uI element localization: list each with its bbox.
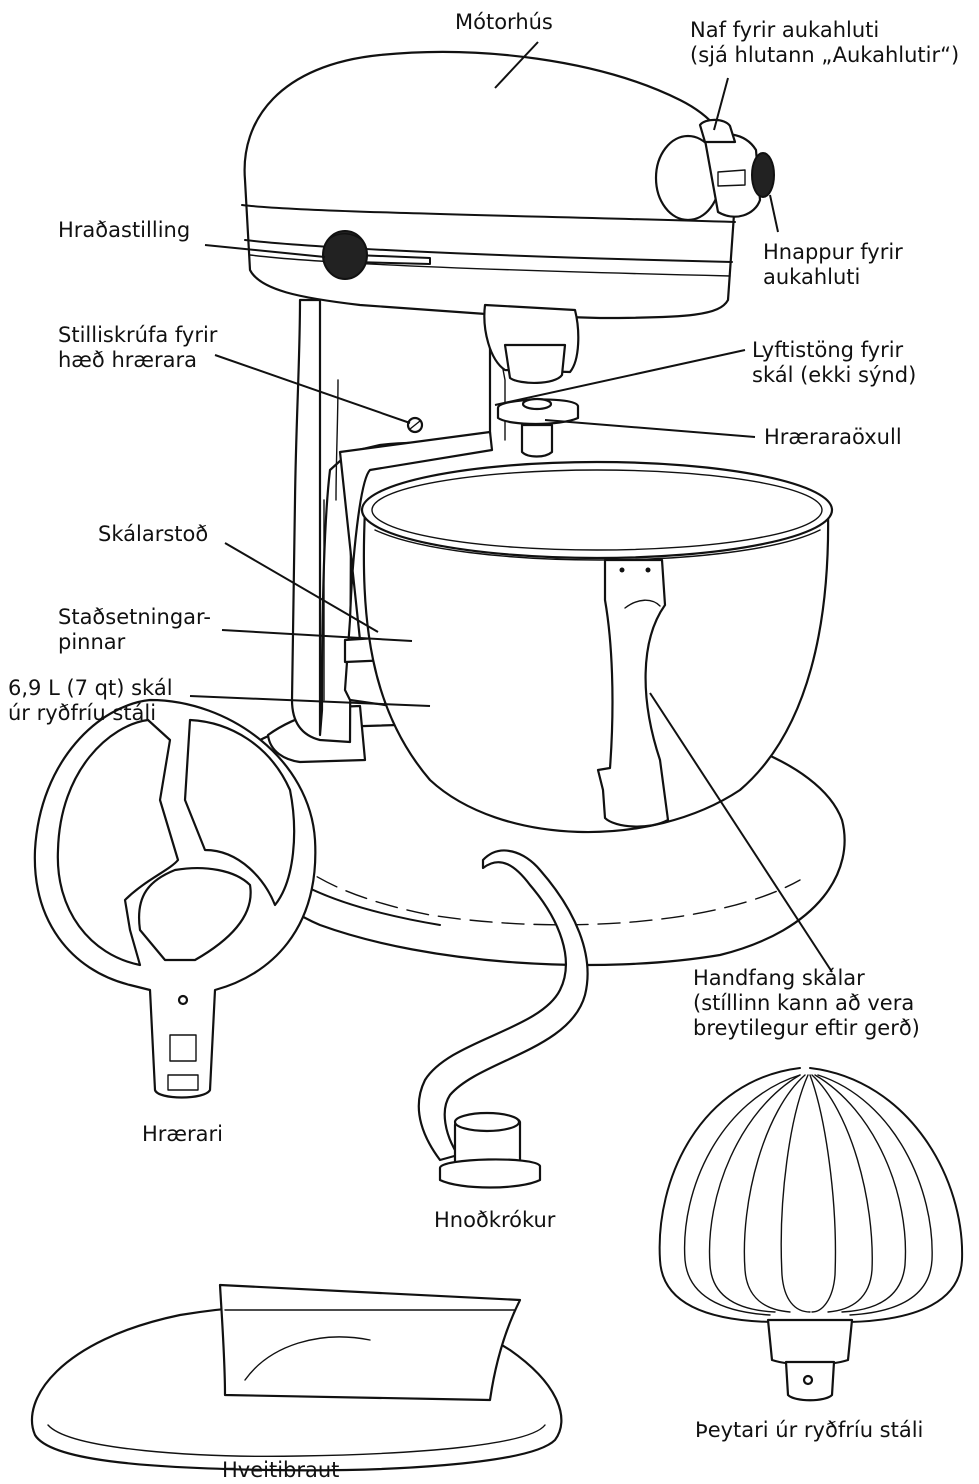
leader-motor-housing <box>494 41 539 89</box>
pouring-shield <box>30 1283 563 1472</box>
label-motor-housing: Mótorhús <box>455 10 553 34</box>
leader-bowl-lift <box>494 349 746 406</box>
beater-shaft <box>496 397 580 458</box>
wire-whip <box>658 1067 964 1402</box>
label-height-screw: Stilliskrúfa fyrir hæð hrærara <box>58 323 218 372</box>
leader-bowl-handle <box>649 692 833 973</box>
leader-lines <box>189 41 833 973</box>
label-locating-pins: Staðsetningar- pinnar <box>58 605 211 654</box>
leader-accessory-hub <box>713 77 729 131</box>
label-pouring-shield: Hveitibraut <box>222 1458 340 1482</box>
flat-beater <box>33 698 317 1099</box>
stainless-bowl <box>360 460 834 834</box>
leader-accessory-knob <box>769 194 779 233</box>
label-bowl: 6,9 L (7 qt) skál úr ryðfríu stáli <box>8 676 173 725</box>
label-accessory-knob: Hnappur fyrir aukahluti <box>763 240 903 289</box>
label-bowl-support: Skálarstoð <box>98 522 209 546</box>
motor-head <box>241 50 775 434</box>
leader-bowl-support <box>224 542 379 633</box>
label-bowl-handle: Handfang skálar (stíllinn kann að vera b… <box>693 966 920 1040</box>
dough-hook <box>417 849 589 1189</box>
leader-locating-pins <box>221 629 413 642</box>
label-speed-control: Hraðastilling <box>58 218 191 242</box>
label-dough-hook: Hnoðkrókur <box>434 1208 556 1232</box>
label-bowl-lift: Lyftistöng fyrir skál (ekki sýnd) <box>752 338 917 387</box>
label-whip: Þeytari úr ryðfríu stáli <box>695 1418 924 1442</box>
leader-bowl <box>189 695 431 707</box>
leader-speed-control <box>204 244 326 258</box>
label-accessory-hub: Naf fyrir aukahluti (sjá hlutann „Aukahl… <box>690 18 960 67</box>
leader-height-screw <box>214 354 411 424</box>
leader-beater-shaft <box>544 419 756 438</box>
label-beater-shaft: Hræraraöxull <box>764 425 902 449</box>
label-flat-beater: Hrærari <box>142 1122 224 1146</box>
